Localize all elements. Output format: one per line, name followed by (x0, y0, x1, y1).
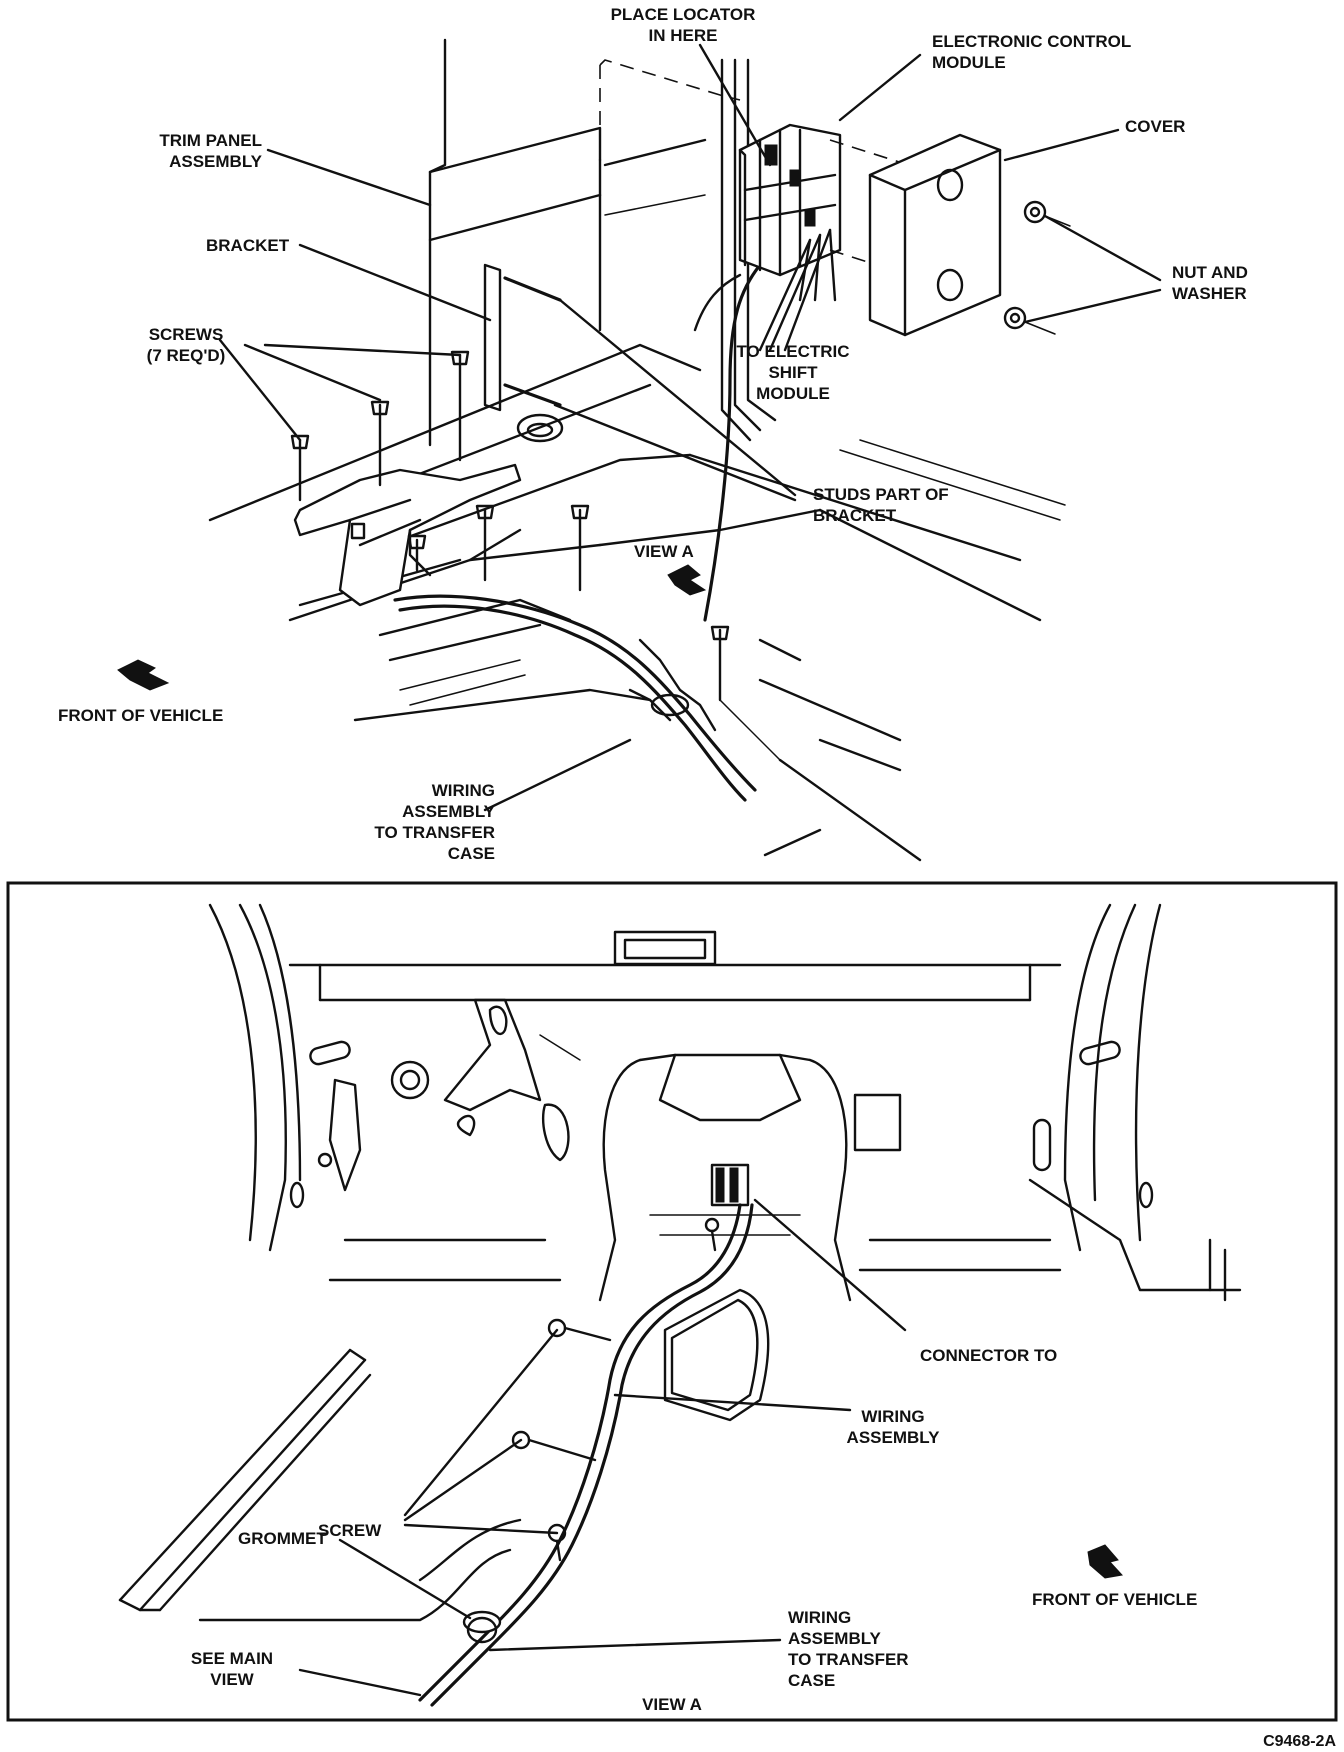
view-a-frame (6, 881, 1338, 1722)
label-grommet: GROMMET (238, 1529, 327, 1548)
main-view-illustration (117, 38, 1071, 862)
label-connector-to: CONNECTOR TO (920, 1346, 1057, 1365)
view-a-illustration (118, 903, 1242, 1707)
label-front-of-vehicle-view-a: FRONT OF VEHICLE (1032, 1590, 1197, 1609)
label-front-of-vehicle-main: FRONT OF VEHICLE (58, 706, 223, 725)
label-bracket: BRACKET (206, 236, 290, 255)
view-a-leader-lines (298, 1198, 907, 1697)
front-arrow-icon (117, 659, 170, 691)
connector-drawing (710, 1163, 750, 1207)
view-a-arrow-icon (667, 564, 707, 596)
label-cover: COVER (1125, 117, 1185, 136)
ecm-module-drawing (738, 123, 842, 302)
label-view-a-ref: VIEW A (634, 542, 694, 561)
front-arrow-view-a-icon (1087, 1544, 1123, 1579)
label-screws: SCREWS(7 REQ'D) (147, 325, 226, 365)
label-screw: SCREW (318, 1521, 382, 1540)
label-view-a-title: VIEW A (642, 1695, 702, 1714)
figure-code: C9468-2A (1263, 1733, 1336, 1750)
nut-washer-drawing (1003, 200, 1071, 335)
cover-drawing (868, 133, 1002, 337)
main-leader-lines (218, 43, 1162, 812)
